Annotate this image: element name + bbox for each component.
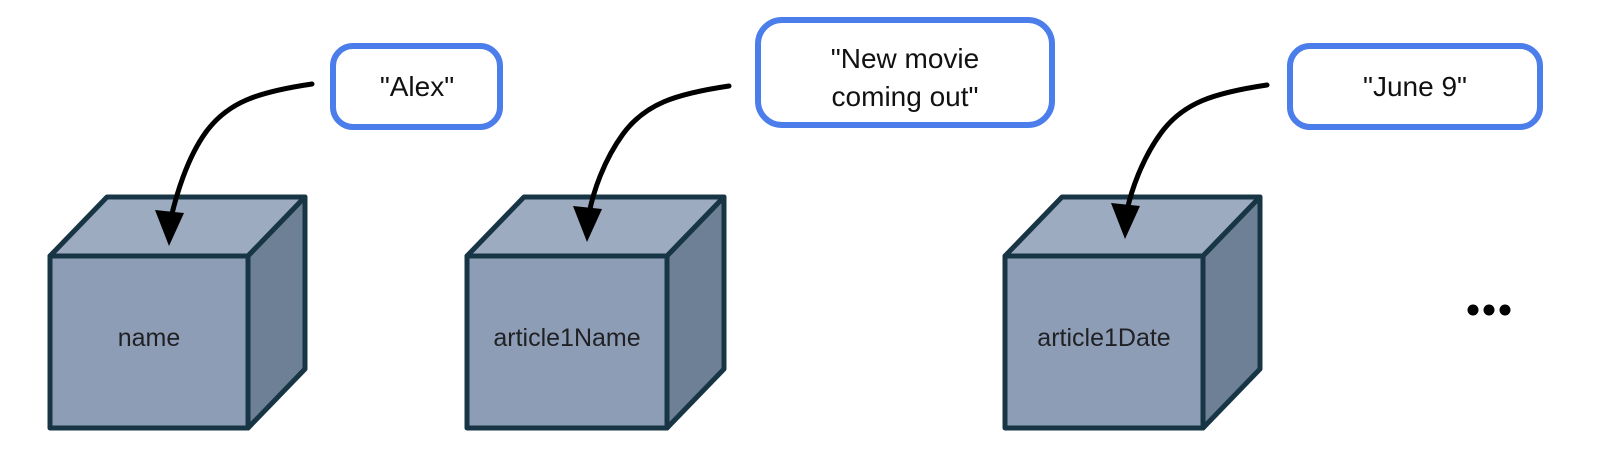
arrowhead-icon <box>155 210 184 246</box>
variable-name-label: article1Name <box>493 324 640 352</box>
value-text: "Alex" <box>380 71 454 102</box>
ellipsis-dot <box>1483 304 1495 316</box>
ellipsis-dot <box>1499 304 1511 316</box>
value-bubble <box>755 17 1055 128</box>
ellipsis-dot <box>1467 304 1479 316</box>
cube-front-face <box>464 253 670 431</box>
value-text-line-1: "New movie <box>831 43 979 74</box>
arrowhead-icon <box>1111 203 1140 239</box>
variable-group-article1Date: article1Date "June 9" <box>1002 43 1543 431</box>
variable-name-label: name <box>118 324 181 352</box>
cube-front-face <box>47 253 251 431</box>
assignment-arrow <box>586 83 732 217</box>
assignment-arrow <box>1124 82 1270 214</box>
value-bubble <box>330 43 503 130</box>
value-bubble <box>1287 43 1543 130</box>
variable-group-name: name "Alex" <box>47 43 503 431</box>
cube-front-face <box>1002 253 1206 431</box>
variable-name-label: article1Date <box>1037 324 1170 352</box>
value-text: "June 9" <box>1363 71 1467 102</box>
assignment-arrow <box>168 81 315 221</box>
value-text-line-2: coming out" <box>832 81 979 112</box>
ellipsis-icon <box>1467 304 1511 316</box>
variable-group-article1Name: article1Name "New movie coming out" <box>464 17 1055 431</box>
arrowhead-icon <box>573 206 602 242</box>
